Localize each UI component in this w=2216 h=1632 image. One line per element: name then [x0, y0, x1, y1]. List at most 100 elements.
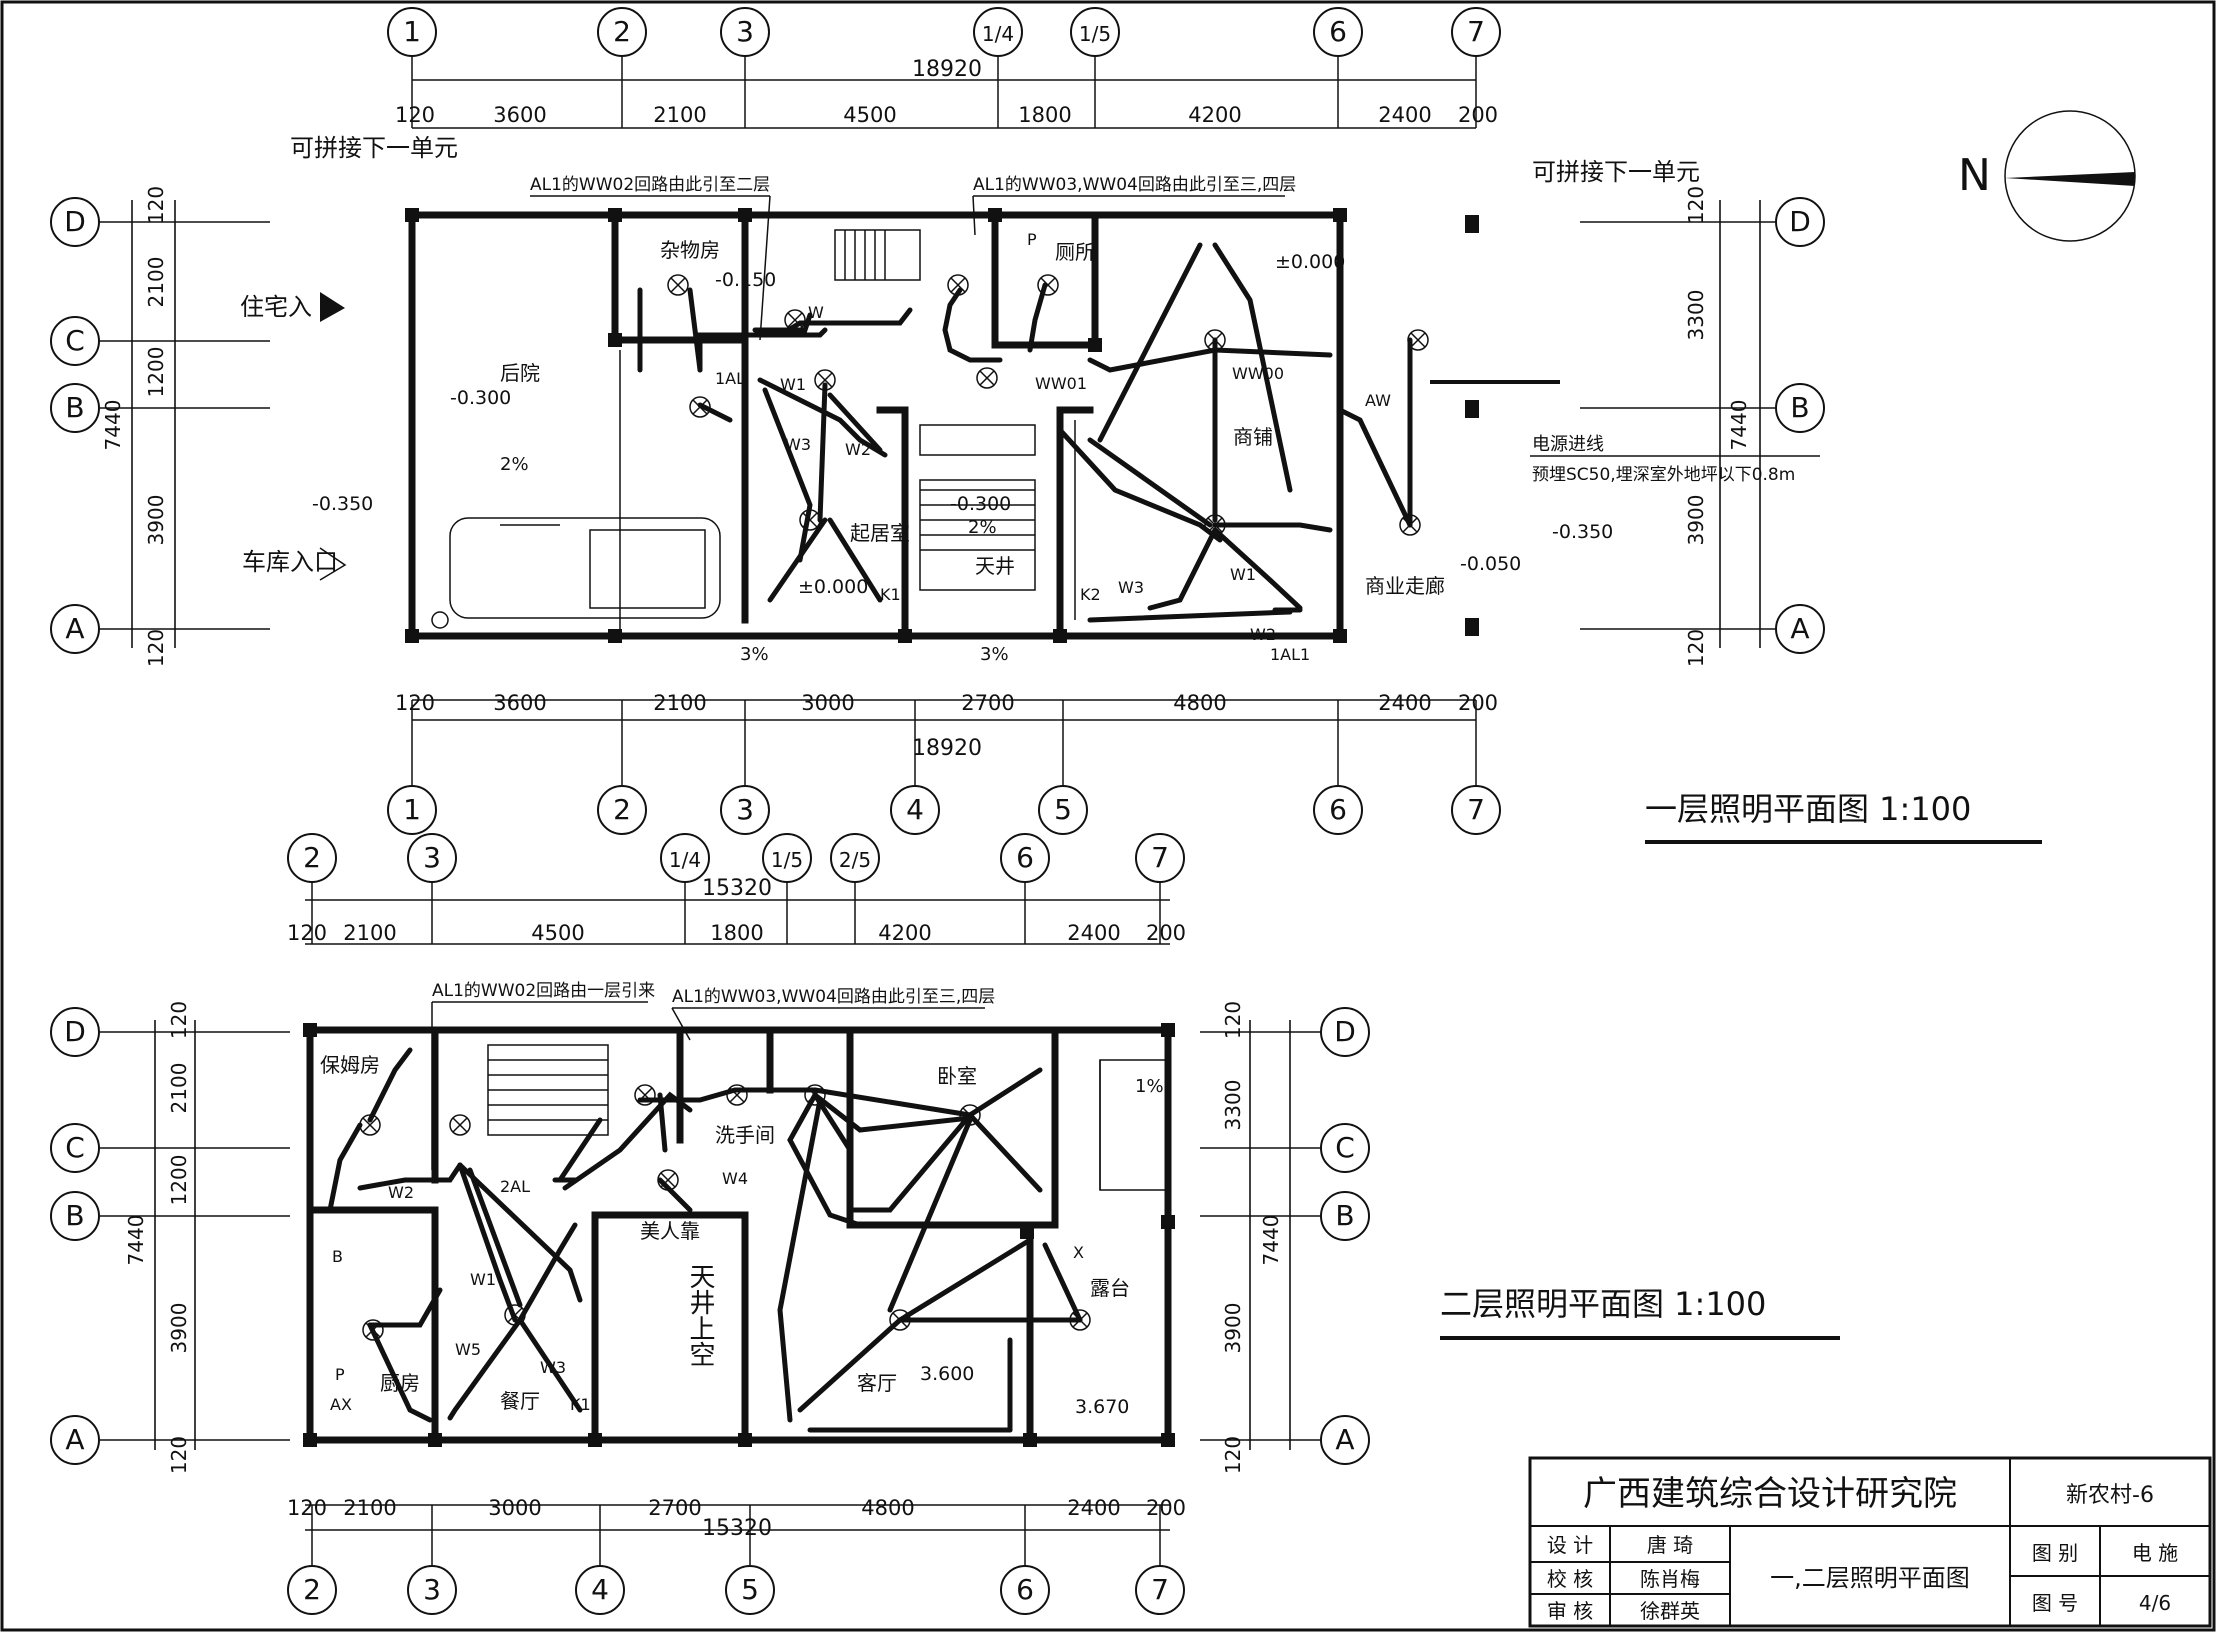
plan1-dim-bottom-0: 120: [395, 691, 435, 715]
svg-text:K1: K1: [880, 585, 901, 604]
plan2-lamp-icon-6: [959, 1104, 981, 1126]
plan1-dim-top-5: 4200: [1188, 103, 1241, 127]
plan1-axis-right-1: B: [1775, 383, 1825, 433]
plan2-stairs: [487, 1044, 609, 1136]
plan2-axis-right-0: D: [1320, 1007, 1370, 1057]
svg-text:K1: K1: [570, 1395, 591, 1414]
plan2-axis-left-2: B: [50, 1191, 100, 1241]
plan2-dim-top-6: 200: [1146, 921, 1186, 945]
plan2-lamp-icon-3: [657, 1169, 679, 1191]
plan1-columns: [405, 208, 1479, 643]
category-label: 图 别: [2032, 1541, 2078, 1565]
plan1-dim-bottom-6: 2400: [1378, 691, 1431, 715]
plan1-axis-bottom-5: 6: [1313, 785, 1363, 835]
plan2-axis-top-3: 1/5: [762, 833, 812, 883]
plan1-lamp-icon-4: [799, 509, 821, 531]
svg-text:B: B: [1335, 1199, 1354, 1232]
plan2-dim-bottom-0: 120: [287, 1496, 327, 1520]
svg-text:W1: W1: [780, 375, 806, 394]
svg-text:B: B: [332, 1247, 343, 1266]
svg-text:6: 6: [1016, 841, 1034, 874]
plan2-axis-top-5: 6: [1000, 833, 1050, 883]
plan2-axis-bottom-2: 4: [575, 1565, 625, 1615]
plan2-dim-right-2: 3900: [1221, 1303, 1245, 1354]
plan1-level-4: ±0.000: [798, 576, 868, 598]
plan2-dim-bottom-3: 2700: [648, 1496, 701, 1520]
plan1-axis-bottom-4: 5: [1038, 785, 1088, 835]
svg-text:6: 6: [1016, 1573, 1034, 1606]
svg-text:W2: W2: [388, 1183, 414, 1202]
plan1-lamp-icon-7: [1037, 274, 1059, 296]
plan1-axis-top-5: 6: [1313, 7, 1363, 57]
plan1-dim-left-2: 1200: [144, 347, 168, 398]
plan1-axis-bottom-1: 2: [597, 785, 647, 835]
north-arrow: N: [1958, 110, 2136, 242]
category-value: 电 施: [2132, 1541, 2178, 1565]
plan2-room-nanny: 保姆房: [320, 1053, 380, 1077]
plan1-stairs: [834, 229, 1036, 591]
plan1-lamp-icon-10: [1407, 329, 1429, 351]
plan2-axis-top-2: 1/4: [660, 833, 710, 883]
plan1-axis-top-3: 1/4: [973, 7, 1023, 57]
plan2-title: 二层照明平面图 1:100: [1440, 1285, 1766, 1323]
svg-text:1/4: 1/4: [982, 22, 1014, 46]
plan2-room-kitchen: 厨房: [380, 1371, 420, 1395]
plan1-lamp-icon-3: [814, 369, 836, 391]
plan1-axis-left-3: A: [50, 604, 100, 654]
svg-text:W1: W1: [470, 1270, 496, 1289]
plan2-dim-bottom-6: 200: [1146, 1496, 1186, 1520]
plan1-slope-2: 2%: [968, 517, 997, 538]
svg-text:B: B: [65, 391, 84, 424]
plan1-axis-bottom-0: 1: [387, 785, 437, 835]
plan2-lamps: [359, 1084, 1091, 1341]
plan2-axis-bottom-5: 7: [1135, 1565, 1185, 1615]
svg-text:2: 2: [303, 841, 321, 874]
plan2-lamp-icon-4: [726, 1084, 748, 1106]
plan1-power-in: 电源进线: [1532, 434, 1604, 455]
plan2-axis-left-1: C: [50, 1123, 100, 1173]
plan2-wiring: [327, 1047, 1083, 1433]
svg-text:C: C: [1335, 1131, 1355, 1164]
plan1-lamp-icon-1: [689, 396, 711, 418]
check-label: 校 核: [1547, 1567, 1593, 1591]
svg-text:3: 3: [736, 793, 754, 826]
svg-text:A: A: [65, 612, 84, 645]
svg-text:A: A: [1335, 1423, 1354, 1456]
plan2-dim-top-2: 4500: [531, 921, 584, 945]
plan1-slope-4: 3%: [980, 644, 1009, 665]
plan2-left-total: 7440: [124, 1215, 148, 1266]
plan1-dim-right-1: 3300: [1684, 290, 1708, 341]
plan1-level-7: -0.050: [1460, 553, 1521, 575]
svg-text:W2: W2: [845, 440, 871, 459]
svg-text:B: B: [1790, 391, 1809, 424]
plan1-right-total: 7440: [1727, 400, 1751, 451]
design-label: 设 计: [1547, 1533, 1593, 1557]
plan1-dim-bottom-2: 2100: [653, 691, 706, 715]
plan2-circuit-labels: 2AL W1 W2 W3 W4 W5 K1 AX B P X: [330, 1169, 1084, 1414]
plan1-power-note: 预埋SC50,埋深室外地坪以下0.8m: [1532, 465, 1795, 485]
plan1-wiring: [637, 242, 1413, 623]
plan1-dim-top-1: 3600: [493, 103, 546, 127]
plan1-axis-top-0: 1: [387, 7, 437, 57]
plan1-dim-right-3: 120: [1684, 629, 1708, 667]
plan1-dim-left-0: 120: [144, 186, 168, 224]
plan1-axis-left-0: D: [50, 197, 100, 247]
plan2-room-bedroom: 卧室: [937, 1064, 977, 1088]
plan1-level-1: -0.150: [715, 269, 776, 291]
plan1-level-6: ±0.000: [1275, 251, 1345, 273]
number-value: 4/6: [2139, 1591, 2171, 1615]
plan1-join-left: 可拼接下一单元: [290, 134, 458, 162]
svg-text:7: 7: [1467, 15, 1485, 48]
plan2-room-terrace: 露台: [1090, 1276, 1130, 1300]
plan2-dim-left-2: 1200: [167, 1155, 191, 1206]
svg-text:A: A: [1790, 612, 1809, 645]
plan1-circuit-labels: 1AL W1 W2 W3 WW01 WW00 AW W1 W2 W3 K1 K2…: [715, 230, 1391, 664]
plan1-dim-left-1: 2100: [144, 257, 168, 308]
plan2-axis-bottom-4: 6: [1000, 1565, 1050, 1615]
svg-text:1AL: 1AL: [715, 369, 745, 388]
plan2-axis-right-1: C: [1320, 1123, 1370, 1173]
plan1-axis-top-2: 3: [720, 7, 770, 57]
plan2-dim-bottom-1: 2100: [343, 1496, 396, 1520]
plan2-lamp-icon-9: [889, 1309, 911, 1331]
plan1-axis-right-2: A: [1775, 604, 1825, 654]
